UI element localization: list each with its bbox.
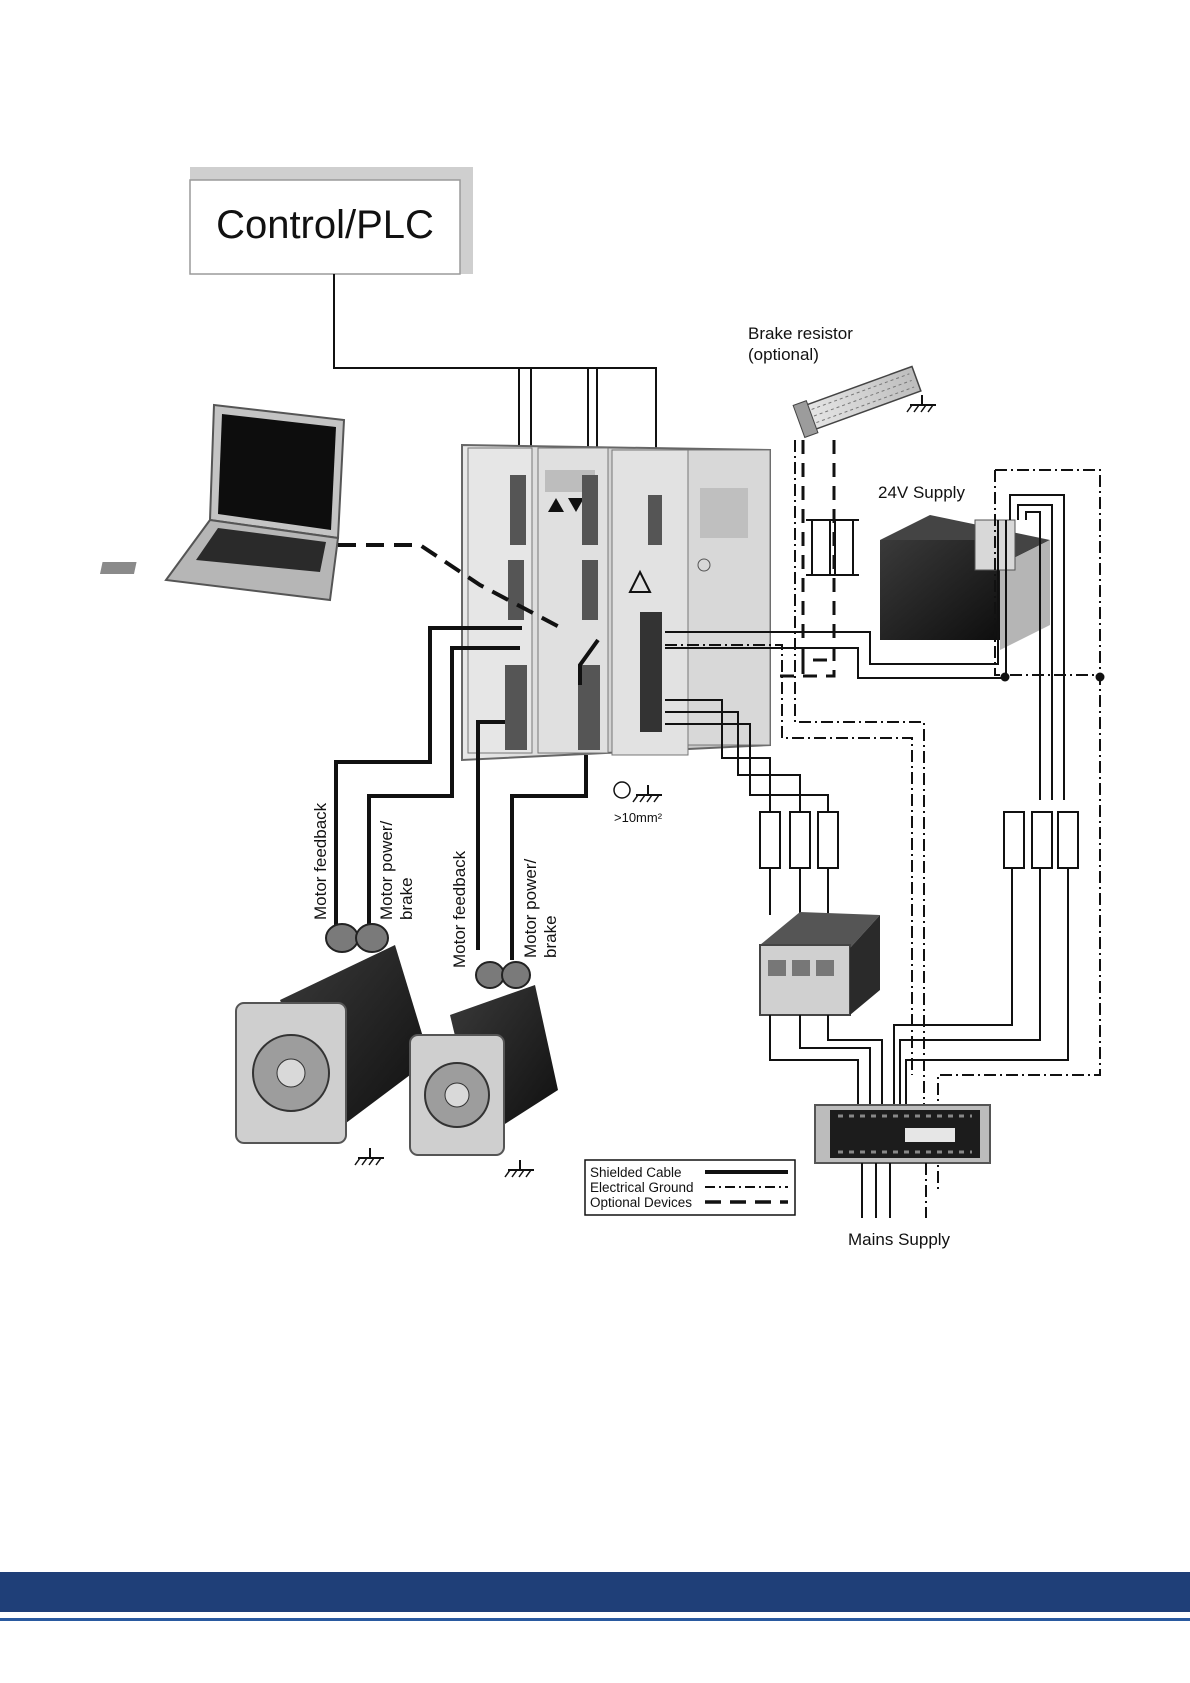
- brake-resistor-label-line2: (optional): [748, 345, 819, 364]
- mains-supply-lines: [862, 1163, 890, 1218]
- footer-bar: [0, 1572, 1190, 1612]
- legend-shielded-cable-label: Shielded Cable: [590, 1165, 682, 1180]
- brake-resistor-label-line1: Brake resistor: [748, 324, 853, 343]
- contactor-icon: [760, 912, 880, 1015]
- mains-supply-label: Mains Supply: [848, 1230, 951, 1249]
- servo-motor-icon: [236, 924, 430, 1165]
- motor1-power-label-line1: Motor power/: [377, 821, 396, 920]
- control-plc-box: Control/PLC: [190, 167, 473, 274]
- legend: Shielded Cable Electrical Ground Optiona…: [585, 1160, 795, 1215]
- drive-ground-icon: >10mm²: [614, 782, 663, 825]
- motor2-feedback-label: Motor feedback: [450, 850, 469, 968]
- mains-fuses-supply: [1004, 812, 1078, 868]
- motor1-feedback-label: Motor feedback: [311, 802, 330, 920]
- motor2-power-label-line2: brake: [541, 915, 560, 958]
- power-supply-icon: 24V Supply: [878, 483, 1050, 650]
- motor1-power-label-line2: brake: [397, 877, 416, 920]
- legend-optional-devices-label: Optional Devices: [590, 1195, 692, 1210]
- motor2-power-label-line1: Motor power/: [521, 859, 540, 958]
- terminal-block-icon: [815, 1105, 990, 1163]
- footer-line: [0, 1618, 1190, 1621]
- control-plc-label: Control/PLC: [216, 203, 434, 247]
- supply-24v-label: 24V Supply: [878, 483, 965, 502]
- mains-fuses-drive: [760, 812, 838, 868]
- ground-cross-section-label: >10mm²: [614, 810, 663, 825]
- legend-electrical-ground-label: Electrical Ground: [590, 1180, 694, 1195]
- brake-resistor-icon: Brake resistor (optional): [748, 324, 936, 437]
- servo-motor-icon: [410, 962, 558, 1177]
- laptop-icon: [100, 405, 344, 600]
